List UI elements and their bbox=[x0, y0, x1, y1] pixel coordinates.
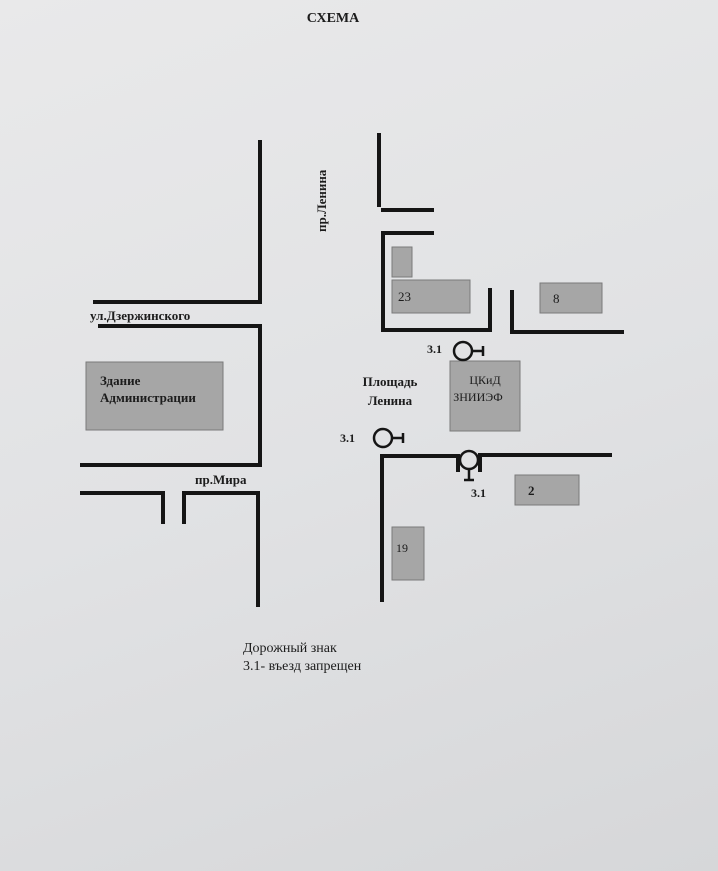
square-label-2: Ленина bbox=[368, 393, 413, 408]
building-ckid-label-2: ЗНИИЭФ bbox=[453, 390, 502, 404]
building-ckid-label-1: ЦКиД bbox=[469, 373, 500, 387]
street-label-lenina: пр.Ленина bbox=[314, 169, 329, 232]
building-admin-label-2: Администрации bbox=[100, 390, 196, 405]
building-2-label: 2 bbox=[528, 483, 535, 498]
no-entry-sign-icon bbox=[372, 427, 405, 449]
street-label-mira: пр.Мира bbox=[195, 472, 247, 487]
sign-label-top: 3.1 bbox=[427, 342, 442, 356]
road-edge bbox=[380, 454, 460, 602]
road-edge bbox=[93, 140, 262, 304]
legend-line-2: 3.1- въезд запрещен bbox=[243, 659, 362, 674]
road-edge bbox=[80, 324, 262, 467]
building-8-label: 8 bbox=[553, 291, 560, 306]
no-entry-sign-icon bbox=[452, 340, 485, 362]
sign-label-left: 3.1 bbox=[340, 431, 355, 445]
no-entry-sign-icon bbox=[458, 449, 480, 482]
roads bbox=[80, 133, 624, 607]
building-19 bbox=[391, 526, 425, 581]
building-small bbox=[391, 246, 413, 278]
building-23 bbox=[391, 279, 471, 314]
building-19-label: 19 bbox=[396, 541, 408, 555]
building-ckid bbox=[449, 360, 521, 432]
sign-label-bottom: 3.1 bbox=[471, 486, 486, 500]
building-2 bbox=[514, 474, 580, 506]
square-label-1: Площадь bbox=[363, 374, 418, 389]
road-edge bbox=[510, 290, 624, 334]
road-edge bbox=[381, 231, 492, 332]
street-label-dzerzhinskogo: ул.Дзержинского bbox=[90, 308, 190, 323]
road-edge bbox=[182, 491, 260, 607]
building-admin-label-1: Здание bbox=[100, 373, 141, 388]
road-edge bbox=[478, 453, 612, 472]
building-8 bbox=[539, 282, 603, 314]
map-title: СХЕМА bbox=[307, 11, 360, 26]
legend-line-1: Дорожный знак bbox=[243, 641, 337, 656]
road-edge bbox=[80, 491, 165, 524]
building-administration bbox=[85, 361, 224, 431]
building-23-label: 23 bbox=[398, 289, 411, 304]
